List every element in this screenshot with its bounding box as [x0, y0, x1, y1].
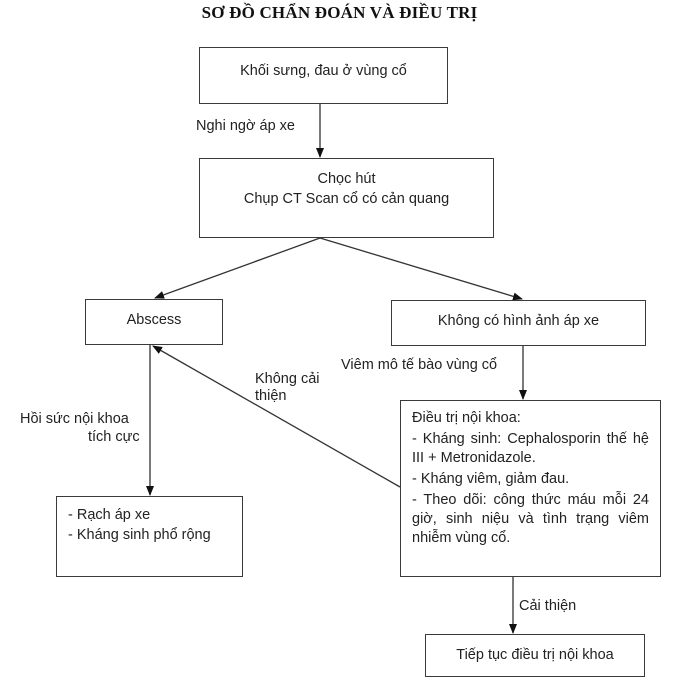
node-procedure: Chọc hút Chụp CT Scan cổ có cản quang: [199, 158, 494, 238]
node-no-abscess: Không có hình ảnh áp xe: [391, 300, 646, 346]
node-medical-item-1: - Kháng sinh: Cephalosporin thế hệ III +…: [412, 431, 649, 466]
edge-label-suspect: Nghi ngờ áp xe: [196, 118, 295, 134]
edge-procedure-to-no-abscess: [319, 237, 523, 301]
node-no-abscess-text: Không có hình ảnh áp xe: [437, 313, 600, 329]
node-procedure-line-1: Chọc hút: [317, 171, 376, 187]
node-procedure-line-2: Chụp CT Scan cổ có cản quang: [243, 191, 450, 207]
edge-medical-to-abscess: [152, 345, 401, 488]
node-continue-text: Tiếp tục điều trị nội khoa: [456, 647, 614, 663]
edge-label-cellulitis: Viêm mô tế bào vùng cổ: [341, 357, 498, 373]
node-continue: Tiếp tục điều trị nội khoa: [425, 634, 645, 677]
node-medical-item-2: - Kháng viêm, giảm đau.: [412, 471, 570, 487]
edge-label-icu-line-2: tích cực: [88, 429, 140, 445]
edge-label-icu-line-1: Hồi sức nội khoa: [20, 411, 129, 427]
node-start-text: Khối sưng, đau ở vùng cổ: [240, 63, 407, 79]
node-surgery: - Rạch áp xe - Kháng sinh phổ rộng: [56, 496, 243, 577]
node-medical: Điều trị nội khoa: - Kháng sinh: Cephalo…: [400, 400, 661, 577]
edge-label-no-improve-line-2: thiện: [255, 388, 287, 404]
edge-label-no-improve-line-1: Không cải: [255, 371, 320, 387]
node-surgery-line-1: - Rạch áp xe: [68, 507, 151, 523]
edge-label-improve: Cải thiện: [519, 598, 577, 614]
node-abscess: Abscess: [85, 299, 223, 345]
node-medical-item-3: - Theo dõi: công thức máu mỗi 24 giờ, si…: [412, 492, 649, 546]
node-medical-heading: Điều trị nội khoa:: [412, 410, 521, 426]
node-start: Khối sưng, đau ở vùng cổ: [199, 47, 448, 104]
edge-procedure-to-abscess: [154, 237, 321, 299]
node-surgery-line-2: - Kháng sinh phổ rộng: [68, 527, 211, 543]
node-abscess-text: Abscess: [126, 312, 182, 328]
diagram-title: SƠ ĐỒ CHẨN ĐOÁN VÀ ĐIỀU TRỊ: [201, 3, 478, 22]
